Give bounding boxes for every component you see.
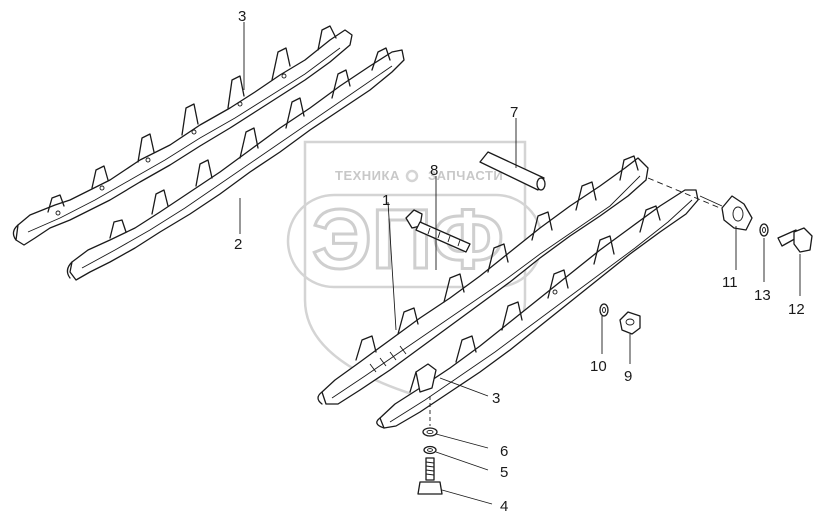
part-7-pin — [479, 151, 546, 191]
part-10-washer — [599, 303, 609, 317]
callout-3-top: 3 — [238, 8, 246, 25]
part-5-washer — [423, 445, 437, 455]
watermark-text-right: ЗАПЧАСТИ — [428, 168, 503, 183]
callout-6: 6 — [500, 443, 508, 460]
callout-8: 8 — [430, 162, 438, 179]
part-8-bolt — [405, 209, 471, 253]
callout-4: 4 — [500, 498, 508, 515]
watermark-text-left: ТЕХНИКА — [335, 168, 400, 183]
upper-rail-2 — [66, 47, 405, 281]
watermark-gear-icon — [405, 169, 419, 183]
callout-1: 1 — [382, 192, 390, 209]
callout-13: 13 — [754, 287, 771, 304]
callout-11: 11 — [722, 274, 738, 291]
callout-12: 12 — [788, 301, 805, 318]
callout-2: 2 — [234, 236, 242, 253]
callout-3-bottom: 3 — [492, 390, 500, 407]
callout-5: 5 — [500, 464, 508, 481]
lower-rail-1 — [317, 155, 649, 405]
part-11-clamp — [721, 195, 753, 231]
part-9-nut — [619, 311, 641, 335]
part-12-bolt — [777, 227, 813, 253]
part-4-bolt — [417, 457, 443, 495]
leaders — [239, 22, 801, 505]
upper-rail-3 — [12, 25, 353, 246]
centerline-right-2 — [699, 195, 723, 207]
callout-10: 10 — [590, 358, 607, 375]
watermark: ТЕХНИКА ЗАПЧАСТИ ЭПФ — [286, 140, 544, 397]
part-13-washer — [759, 223, 769, 237]
callout-9: 9 — [624, 368, 632, 385]
watermark-logo-text: ЭПФ — [312, 192, 504, 286]
callout-7: 7 — [510, 104, 518, 121]
part-3-foot — [415, 363, 437, 393]
centerline-right — [647, 177, 721, 209]
part-6-washer — [422, 427, 438, 437]
